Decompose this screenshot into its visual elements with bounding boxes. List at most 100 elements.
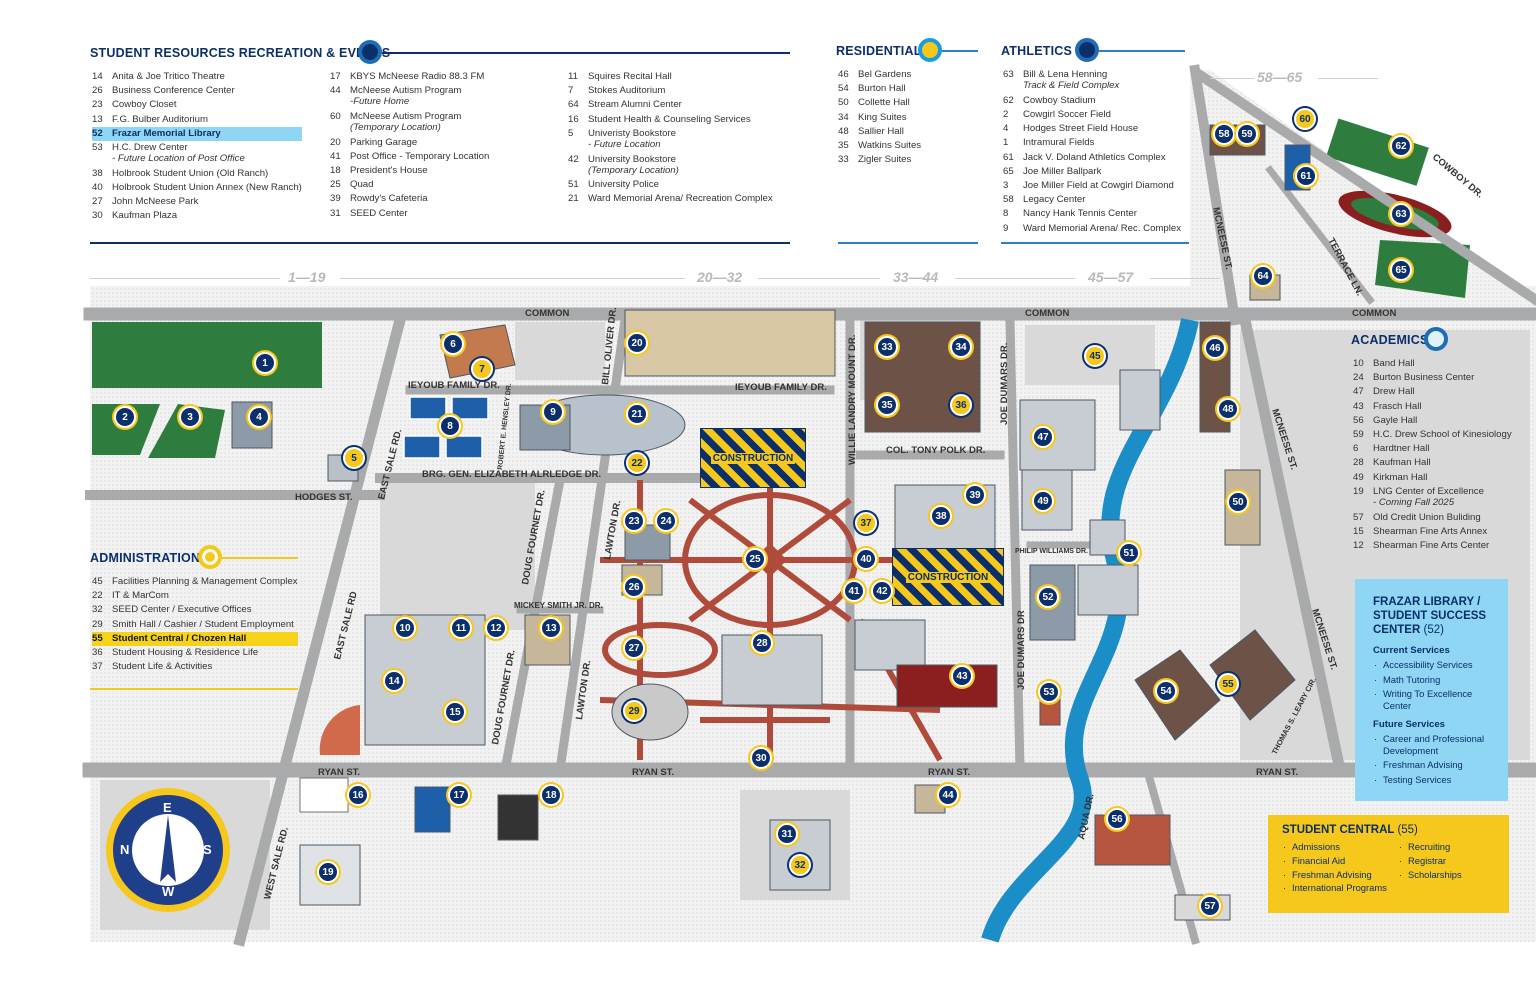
building-marker-50[interactable]: 50 [1227, 491, 1249, 513]
building-marker-25[interactable]: 25 [744, 548, 766, 570]
building-marker-12[interactable]: 12 [485, 617, 507, 639]
building-marker-17[interactable]: 17 [448, 784, 470, 806]
building-marker-29[interactable]: 29 [623, 700, 645, 722]
building-marker-56[interactable]: 56 [1106, 808, 1128, 830]
legend-item-name: Collette Hall [858, 97, 910, 109]
building-marker-65[interactable]: 65 [1390, 259, 1412, 281]
building-marker-11[interactable]: 11 [450, 617, 472, 639]
building-marker-8[interactable]: 8 [439, 415, 461, 437]
building-marker-6[interactable]: 6 [442, 333, 464, 355]
legend-item-name: Watkins Suites [858, 140, 922, 152]
building-marker-58[interactable]: 58 [1213, 123, 1235, 145]
building-marker-27[interactable]: 27 [623, 637, 645, 659]
building-marker-62[interactable]: 62 [1390, 135, 1412, 157]
building-marker-46[interactable]: 46 [1204, 337, 1226, 359]
building-marker-2[interactable]: 2 [114, 406, 136, 428]
building-marker-13[interactable]: 13 [540, 617, 562, 639]
building-marker-5[interactable]: 5 [343, 447, 365, 469]
administration-title: ADMINISTRATION [90, 551, 201, 565]
building-marker-64[interactable]: 64 [1252, 265, 1274, 287]
student-resources-title: STUDENT RESOURCES RECREATION & EVENTS [90, 46, 391, 60]
building-marker-19[interactable]: 19 [317, 861, 339, 883]
building-marker-33[interactable]: 33 [876, 336, 898, 358]
building-marker-18[interactable]: 18 [540, 784, 562, 806]
building-marker-1[interactable]: 1 [254, 352, 276, 374]
divider [838, 242, 978, 244]
legend-item-name: Stokes Auditorium [588, 85, 666, 97]
building-marker-21[interactable]: 21 [626, 403, 648, 425]
street-common-2: COMMON [1025, 308, 1069, 319]
building-marker-55[interactable]: 55 [1217, 673, 1239, 695]
legend-item-number: 42 [568, 153, 579, 165]
legend-item-number: 26 [92, 85, 103, 97]
building-marker-54[interactable]: 54 [1155, 680, 1177, 702]
building-marker-43[interactable]: 43 [951, 665, 973, 687]
building-marker-28[interactable]: 28 [751, 632, 773, 654]
legend-item-name: Holbrook Student Union Annex (New Ranch) [112, 181, 302, 193]
building-marker-42[interactable]: 42 [871, 580, 893, 602]
building-marker-47[interactable]: 47 [1032, 426, 1054, 448]
building-marker-37[interactable]: 37 [855, 512, 877, 534]
building-marker-10[interactable]: 10 [394, 617, 416, 639]
building-marker-20[interactable]: 20 [626, 332, 648, 354]
legend-item-number: 2 [1003, 108, 1009, 120]
building-marker-22[interactable]: 22 [626, 452, 648, 474]
building-marker-48[interactable]: 48 [1217, 398, 1239, 420]
building-marker-44[interactable]: 44 [937, 784, 959, 806]
building-marker-41[interactable]: 41 [843, 580, 865, 602]
building-marker-63[interactable]: 63 [1390, 203, 1412, 225]
legend-item-name: Smith Hall / Cashier / Student Employmen… [112, 618, 294, 630]
legend-item-number: 58 [1003, 194, 1014, 206]
building-marker-14[interactable]: 14 [383, 670, 405, 692]
legend-item-note: (Temporary Location) [588, 164, 679, 176]
building-marker-38[interactable]: 38 [930, 505, 952, 527]
legend-item-name: Sallier Hall [858, 125, 904, 137]
building-marker-26[interactable]: 26 [623, 576, 645, 598]
building-marker-45[interactable]: 45 [1084, 345, 1106, 367]
building-marker-36[interactable]: 36 [950, 394, 972, 416]
building-marker-61[interactable]: 61 [1295, 165, 1317, 187]
building-marker-4[interactable]: 4 [248, 406, 270, 428]
legend-item-name: Frasch Hall [1373, 400, 1422, 412]
building-marker-3[interactable]: 3 [179, 406, 201, 428]
divider [90, 278, 280, 279]
building-marker-35[interactable]: 35 [876, 394, 898, 416]
street-ryan-2: RYAN ST. [632, 767, 674, 778]
building-marker-60[interactable]: 60 [1294, 108, 1316, 130]
building-marker-7[interactable]: 7 [471, 358, 493, 380]
building-marker-39[interactable]: 39 [964, 484, 986, 506]
building-marker-24[interactable]: 24 [655, 510, 677, 532]
building-marker-23[interactable]: 23 [623, 510, 645, 532]
building-marker-59[interactable]: 59 [1236, 123, 1258, 145]
building-marker-9[interactable]: 9 [542, 401, 564, 423]
building-marker-49[interactable]: 49 [1032, 490, 1054, 512]
legend-item-number: 33 [838, 154, 849, 166]
legend-item-name: Parking Garage [350, 136, 418, 148]
building-marker-31[interactable]: 31 [776, 823, 798, 845]
building-marker-15[interactable]: 15 [444, 701, 466, 723]
legend-item-number: 31 [330, 207, 341, 219]
building-marker-52[interactable]: 52 [1037, 586, 1059, 608]
building-marker-32[interactable]: 32 [789, 854, 811, 876]
building-marker-40[interactable]: 40 [855, 548, 877, 570]
legend-item-number: 40 [92, 181, 103, 193]
building-marker-30[interactable]: 30 [750, 747, 772, 769]
building-marker-16[interactable]: 16 [347, 784, 369, 806]
building-marker-53[interactable]: 53 [1038, 681, 1060, 703]
building-marker-57[interactable]: 57 [1199, 895, 1221, 917]
building-marker-34[interactable]: 34 [950, 336, 972, 358]
building-marker-51[interactable]: 51 [1118, 542, 1140, 564]
